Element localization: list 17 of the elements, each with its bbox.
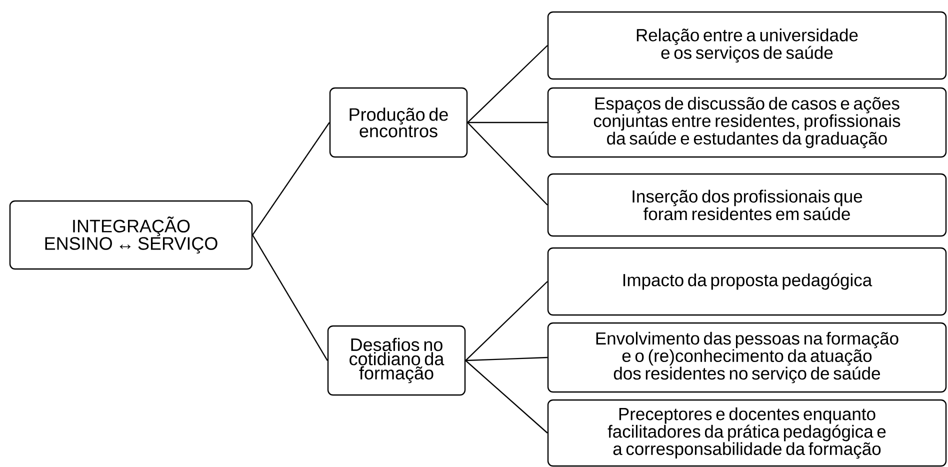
item-box: Relação entre a universidade e os serviços de saúde — [547, 11, 947, 80]
connector-line — [465, 281, 548, 361]
connector-line — [467, 45, 548, 123]
connector-line — [467, 122, 548, 206]
item-box: Espaços de discussão de casos e ações conjuntas entre residentes, profissionais da saúde e estudantes da graduação — [547, 87, 947, 158]
connector-line — [468, 122, 548, 124]
category-box: Produção de encontros — [329, 87, 468, 158]
connector-line — [466, 356, 548, 362]
item-box: Impacto da proposta pedagógica — [547, 247, 947, 316]
category-box: Desafios no cotidiano da formação — [327, 325, 466, 396]
item-box: Inserção dos profissionais que foram residentes em saúde — [547, 173, 947, 237]
connector-line — [252, 122, 330, 236]
connector-line — [465, 360, 548, 434]
item-box: Preceptores e docentes enquanto facilitadores da prática pedagógica e a corresponsabilidade da formação — [547, 399, 947, 467]
item-box: Envolvimento das pessoas na formação e o (re)conhecimento da atuação dos residentes no serviço de saúde — [547, 322, 947, 393]
connector-line — [252, 234, 328, 361]
topic-box: INTEGRAÇÃO ENSINO ↔ SERVIÇO — [9, 200, 253, 270]
